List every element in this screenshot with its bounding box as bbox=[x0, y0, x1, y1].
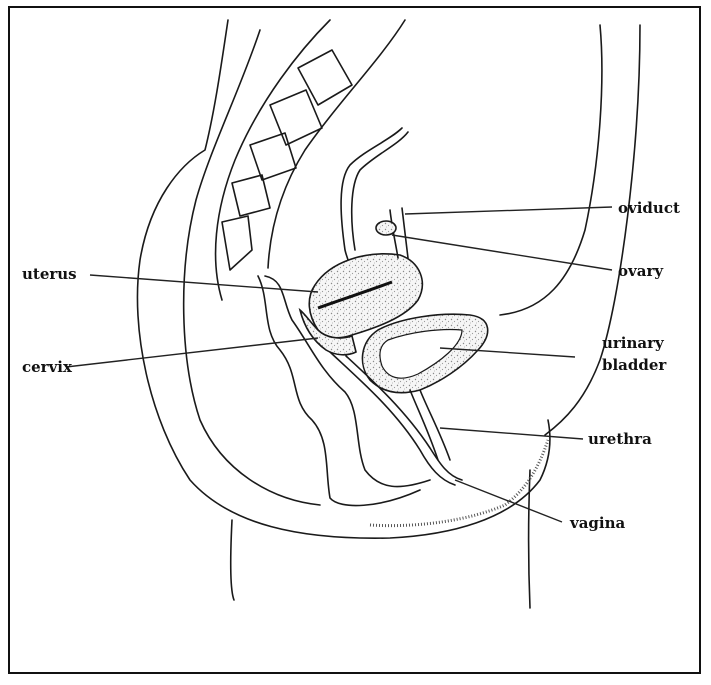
uterus-pointer bbox=[90, 275, 318, 292]
ovary-shape bbox=[376, 221, 396, 235]
vertebra bbox=[298, 50, 352, 105]
cervix-pointer bbox=[66, 338, 318, 367]
label-vagina: vagina bbox=[569, 514, 626, 532]
oviduct-tube bbox=[402, 208, 408, 258]
oviduct-pointer bbox=[405, 207, 612, 214]
hair-hatching bbox=[370, 440, 548, 526]
urethra-pointer bbox=[440, 428, 583, 439]
label-urinary-bladder-line2: bladder bbox=[602, 356, 667, 374]
label-cervix: cervix bbox=[22, 358, 73, 376]
label-ovary: ovary bbox=[618, 262, 664, 280]
vertebra bbox=[232, 175, 270, 216]
label-oviduct: oviduct bbox=[618, 199, 680, 217]
label-urethra: urethra bbox=[588, 430, 652, 448]
label-urinary-bladder-line1: urinary bbox=[602, 334, 665, 352]
lower-leg-line bbox=[231, 520, 234, 600]
pelvic-wall bbox=[184, 30, 320, 505]
spine-front-edge bbox=[216, 20, 330, 300]
ovary-pointer bbox=[392, 235, 612, 270]
vertebra bbox=[250, 133, 296, 180]
right-leg-line bbox=[529, 470, 531, 608]
vagina-pointer bbox=[455, 480, 562, 522]
abdominal-wall bbox=[500, 25, 602, 315]
vertebra bbox=[222, 216, 252, 270]
label-uterus: uterus bbox=[22, 265, 77, 283]
